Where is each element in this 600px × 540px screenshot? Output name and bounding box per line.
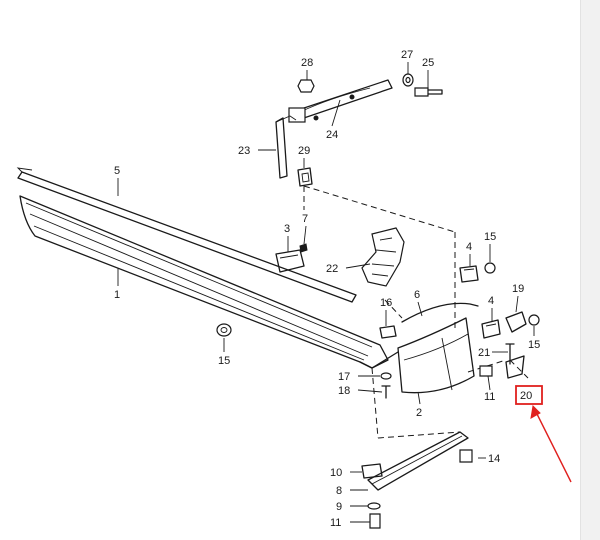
callout-25: 25 [422, 57, 434, 69]
exploded-parts-diagram: 28 27 25 24 23 29 5 3 7 22 1 4 15 6 16 4… [16, 49, 572, 529]
leader-lines [117, 62, 535, 523]
callout-15: 15 [528, 339, 540, 351]
clip-10-part [361, 463, 383, 479]
callout-2: 2 [416, 407, 422, 419]
callout-4: 4 [466, 241, 472, 253]
assembly-guide-lines [303, 185, 529, 439]
callout-23: 23 [238, 145, 250, 157]
callout-21: 21 [478, 347, 490, 359]
callout-11: 11 [484, 391, 495, 403]
highlight-arrow-head [530, 404, 541, 419]
bracket-19-part [505, 311, 527, 333]
upper-bracket-assembly [275, 73, 443, 187]
callout-17: 17 [338, 371, 350, 383]
clip-4-lower-part [481, 319, 501, 339]
callout-4: 4 [488, 295, 494, 307]
clip-3-part [275, 243, 308, 273]
screw-14-part [459, 449, 473, 463]
callout-28: 28 [301, 57, 313, 69]
foam-insert-part [361, 227, 405, 287]
grommet-15-upper [484, 262, 496, 274]
callout-5: 5 [114, 165, 120, 177]
screw-18 [381, 385, 391, 399]
callout-19: 19 [512, 283, 524, 295]
highlight-arrow-line [535, 411, 572, 483]
highlight-box [515, 385, 543, 405]
callout-29: 29 [298, 145, 310, 157]
callout-15: 15 [218, 355, 230, 367]
callout-9: 9 [336, 501, 342, 513]
washer-17 [380, 372, 392, 380]
screw-11-lower [369, 513, 381, 529]
callout-labels: 28 27 25 24 23 29 5 3 7 22 1 4 15 6 16 4… [114, 49, 540, 529]
callout-8: 8 [336, 485, 342, 497]
callout-18: 18 [338, 385, 350, 397]
callout-1: 1 [114, 289, 120, 301]
callout-14: 14 [488, 453, 500, 465]
callout-6: 6 [414, 289, 420, 301]
rocker-panel-part [19, 195, 399, 369]
callout-7: 7 [302, 213, 308, 225]
callout-24: 24 [326, 129, 338, 141]
washer-9-part [367, 502, 381, 510]
clip-4-upper-part [459, 265, 479, 283]
trim-strip-part [16, 167, 357, 303]
callout-22: 22 [326, 263, 338, 275]
callout-3: 3 [284, 223, 290, 235]
bracket-20-part [505, 355, 525, 379]
lower-brace-part [367, 431, 469, 491]
highlight-annotation [515, 385, 572, 483]
screw-11-upper [479, 365, 493, 377]
grommet-15-right [528, 314, 540, 326]
vertical-scrollbar[interactable] [580, 0, 600, 540]
callout-20: 20 [520, 390, 532, 402]
cable-part [401, 302, 479, 323]
callout-11: 11 [330, 517, 341, 529]
callout-27: 27 [401, 49, 413, 61]
end-cap-part [397, 317, 475, 394]
grommet-15-lower [216, 323, 232, 337]
clip-16-part [379, 325, 397, 339]
callout-16: 16 [380, 297, 392, 309]
callout-10: 10 [330, 467, 342, 479]
callout-15: 15 [484, 231, 496, 243]
